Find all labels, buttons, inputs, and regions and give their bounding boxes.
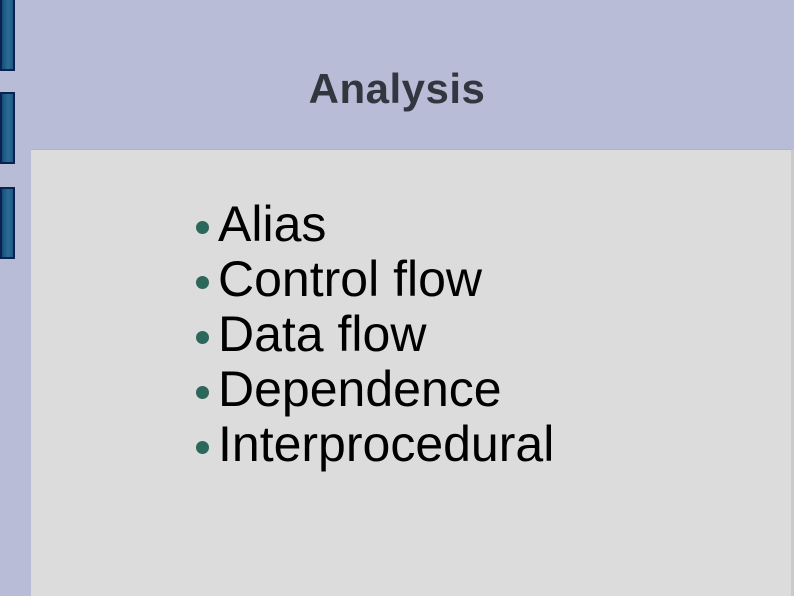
bullet-icon (196, 441, 209, 454)
side-marker-icon (0, 187, 15, 259)
list-item: Dependence (196, 362, 554, 417)
list-item: Control flow (196, 252, 554, 307)
bullet-label: Control flow (218, 251, 482, 307)
list-item: Interprocedural (196, 417, 554, 472)
bullet-icon (196, 386, 209, 399)
slide-content-area (31, 149, 794, 596)
list-item: Alias (196, 197, 554, 252)
list-item: Data flow (196, 307, 554, 362)
bullet-label: Dependence (218, 361, 502, 417)
bullet-label: Data flow (218, 306, 427, 362)
bullet-icon (196, 221, 209, 234)
bullet-list: Alias Control flow Data flow Dependence … (196, 197, 554, 472)
bullet-label: Interprocedural (218, 416, 555, 472)
slide-title: Analysis (308, 65, 486, 112)
side-marker-icon (0, 0, 15, 71)
side-marker-icon (0, 92, 15, 164)
bullet-icon (196, 331, 209, 344)
bullet-label: Alias (218, 196, 327, 252)
bullet-icon (196, 276, 209, 289)
